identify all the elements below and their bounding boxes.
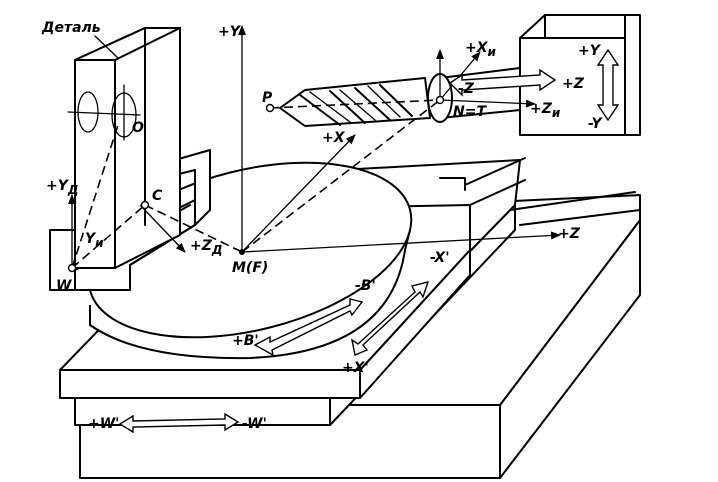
travel-arrows: [118, 48, 620, 434]
workpiece-part: [67, 27, 181, 269]
label-plus-z-arrow: +Z: [562, 76, 585, 92]
label-plus-z-part: +ZД: [190, 238, 223, 257]
label-part: Деталь: [41, 20, 101, 36]
label-plus-y: +Y: [218, 24, 242, 40]
label-o: O: [132, 120, 144, 136]
label-plus-x: +X: [322, 130, 346, 146]
label-plus-z-tool: +Zи: [530, 101, 561, 120]
label-minus-b-prime: -B': [355, 278, 376, 294]
label-p: P: [262, 90, 273, 106]
label-plus-y-part: +YД: [46, 178, 79, 197]
label-plus-b-prime: +B': [232, 333, 259, 349]
axes: [68, 25, 561, 268]
label-minus-x-prime: -X': [430, 250, 449, 266]
label-w: W: [56, 278, 72, 294]
label-c: C: [152, 188, 163, 204]
label-plus-x-prime: +X': [342, 360, 369, 376]
label-n-eq-t: N=T: [453, 104, 487, 120]
label-minus-z: -Z: [458, 81, 475, 97]
label-y-tool: Yи: [85, 231, 104, 250]
reference-lines: [71, 99, 441, 269]
label-plus-y-head: +Y: [578, 43, 602, 59]
label-plus-z-main: +Z: [558, 226, 581, 242]
label-plus-x-tool: +Xи: [465, 40, 497, 59]
label-minus-y-head: -Y: [588, 116, 603, 132]
label-m-f: M(F): [232, 260, 268, 276]
slide-rails: [439, 157, 641, 226]
labels: Деталь +Y +YД Yи +Xи -Z +Z +Zи N=T P +X …: [41, 20, 603, 432]
label-plus-w-prime: +W': [88, 416, 119, 432]
label-minus-w-prime: -W': [242, 416, 267, 432]
reference-points: [67, 95, 445, 273]
